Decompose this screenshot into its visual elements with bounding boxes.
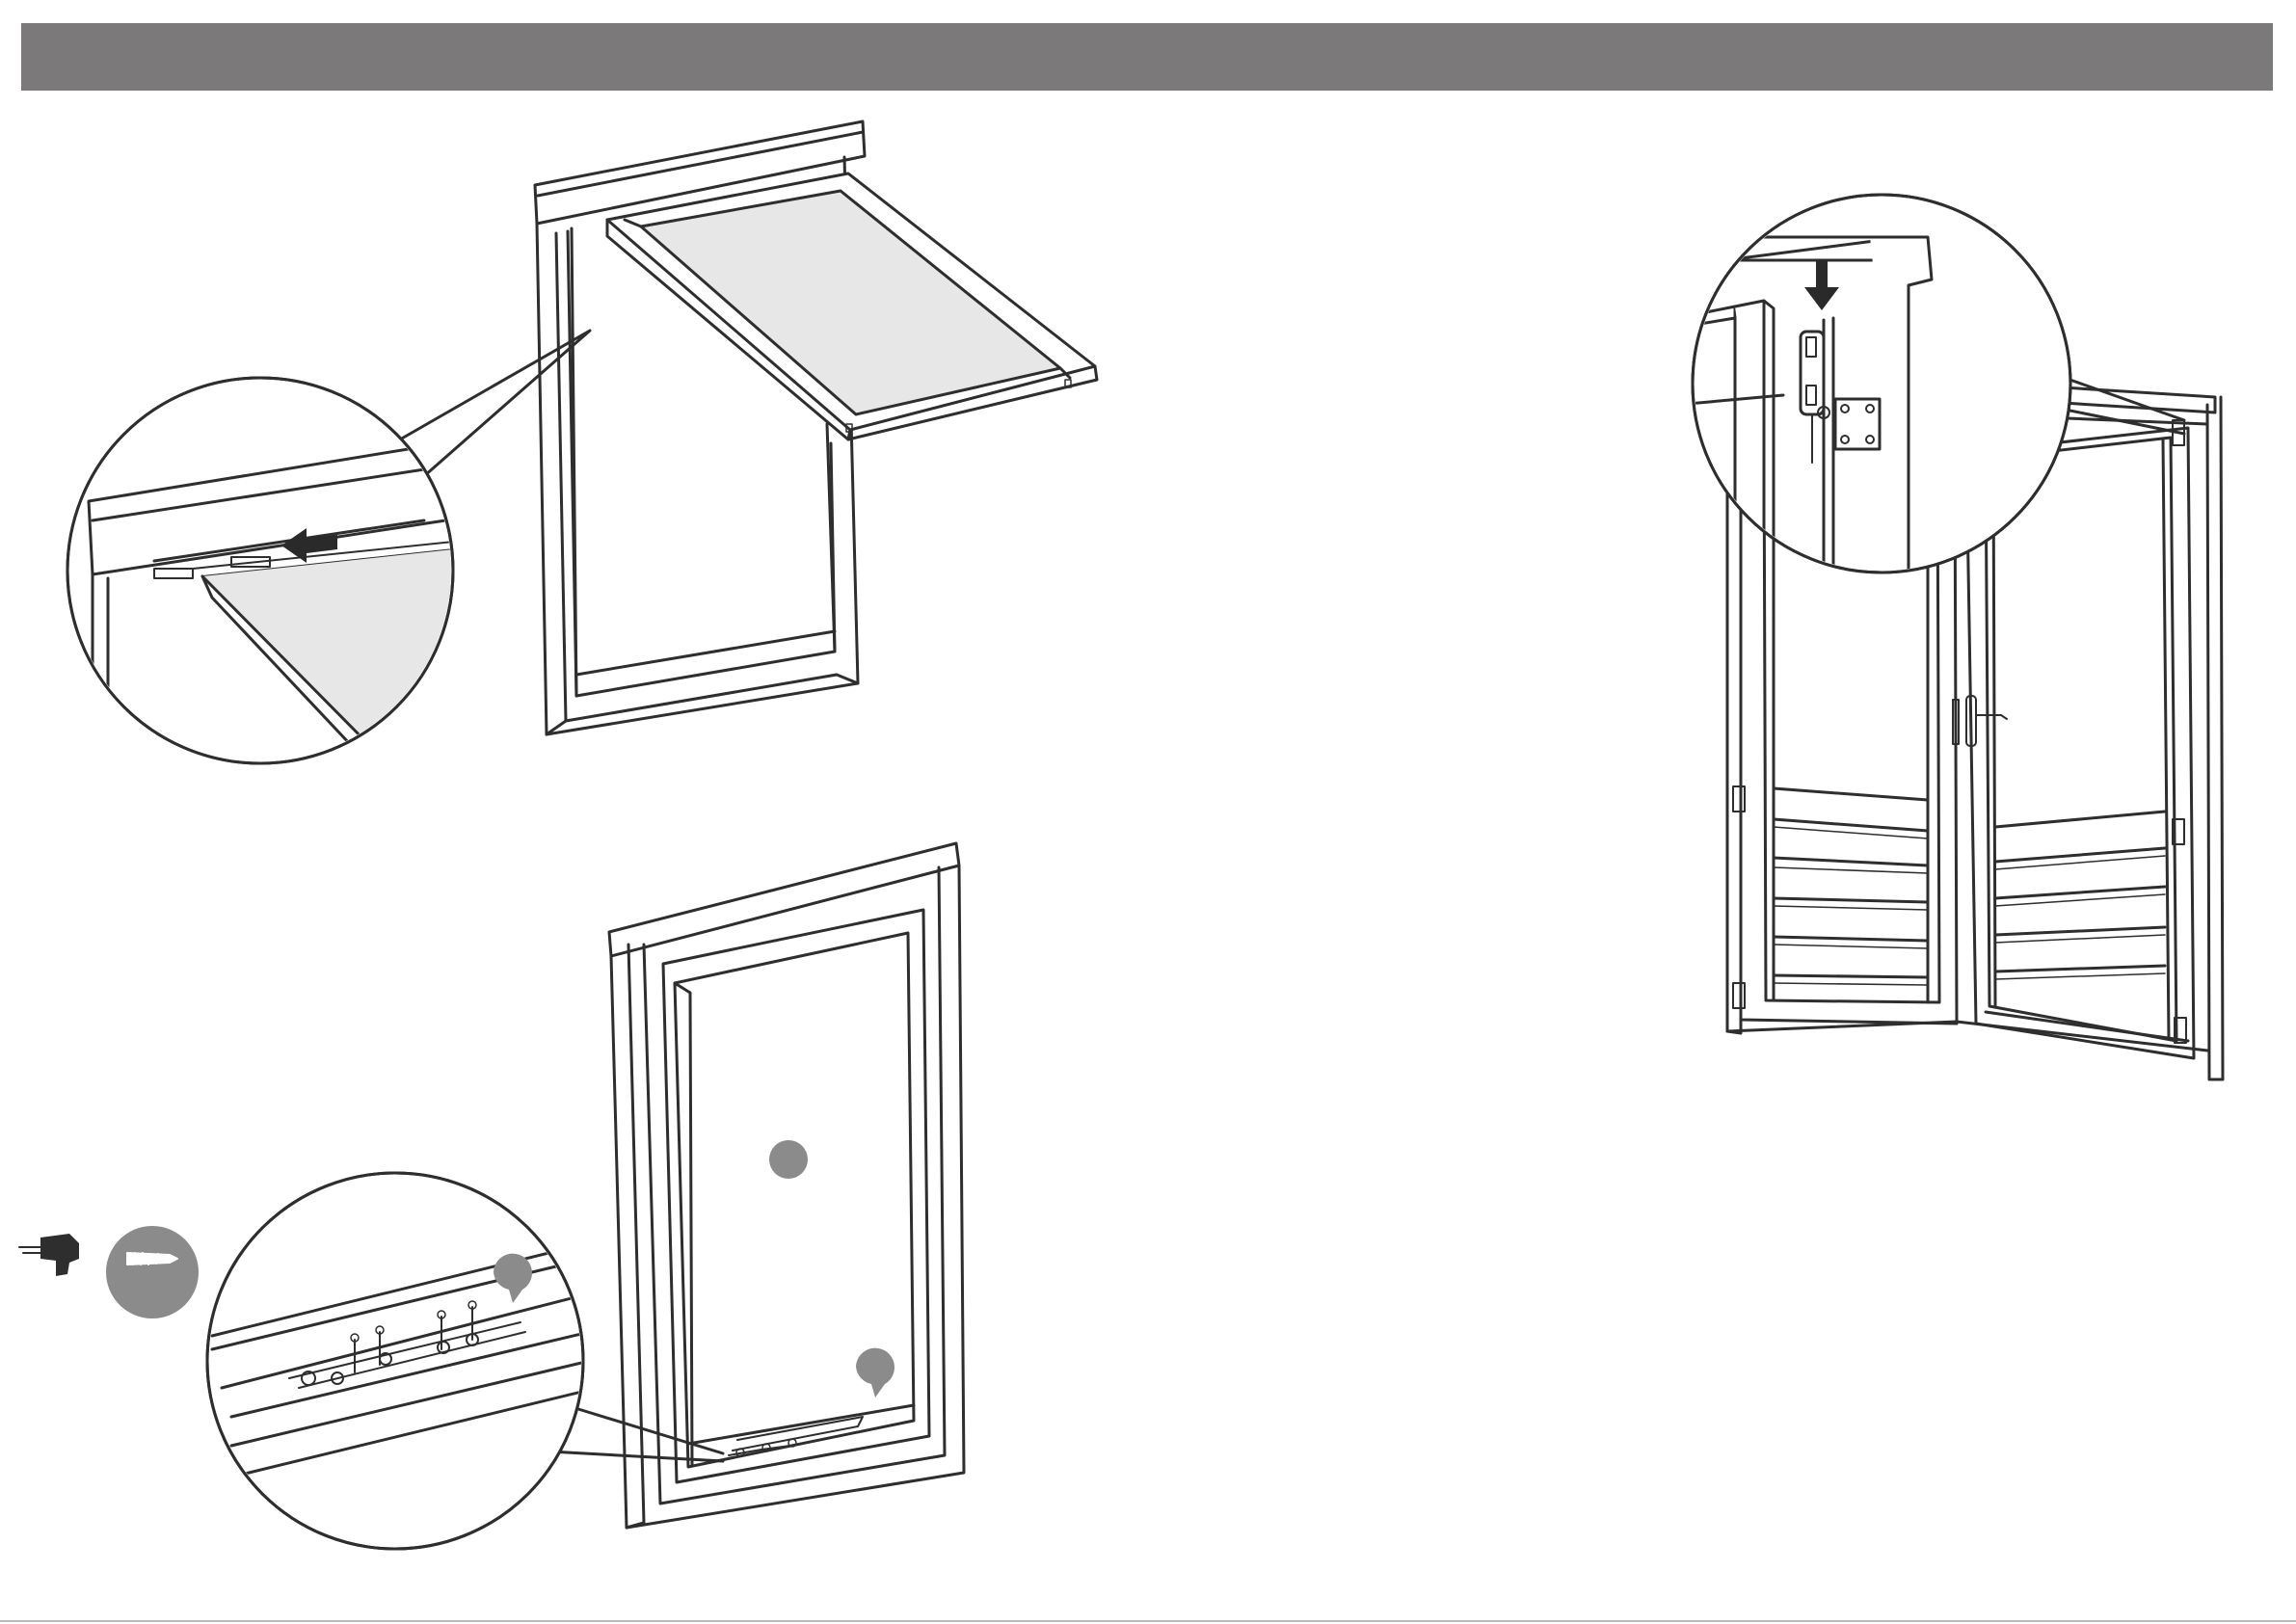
screw-icon-badge bbox=[106, 1226, 199, 1318]
detail-magnifier-screws bbox=[207, 1173, 598, 1549]
window-frame-fixed bbox=[609, 843, 964, 1528]
window-sash-open bbox=[607, 173, 1097, 439]
drill-icon bbox=[19, 1234, 79, 1276]
detail-magnifier-hinge-pin bbox=[1677, 195, 2070, 598]
footer-rule bbox=[0, 1620, 2296, 1622]
screw-icon bbox=[127, 1253, 177, 1265]
door-handle bbox=[1953, 696, 2007, 746]
step-badge bbox=[856, 1348, 894, 1398]
detail-magnifier-hinge bbox=[67, 378, 453, 790]
step-badge bbox=[769, 1140, 808, 1179]
